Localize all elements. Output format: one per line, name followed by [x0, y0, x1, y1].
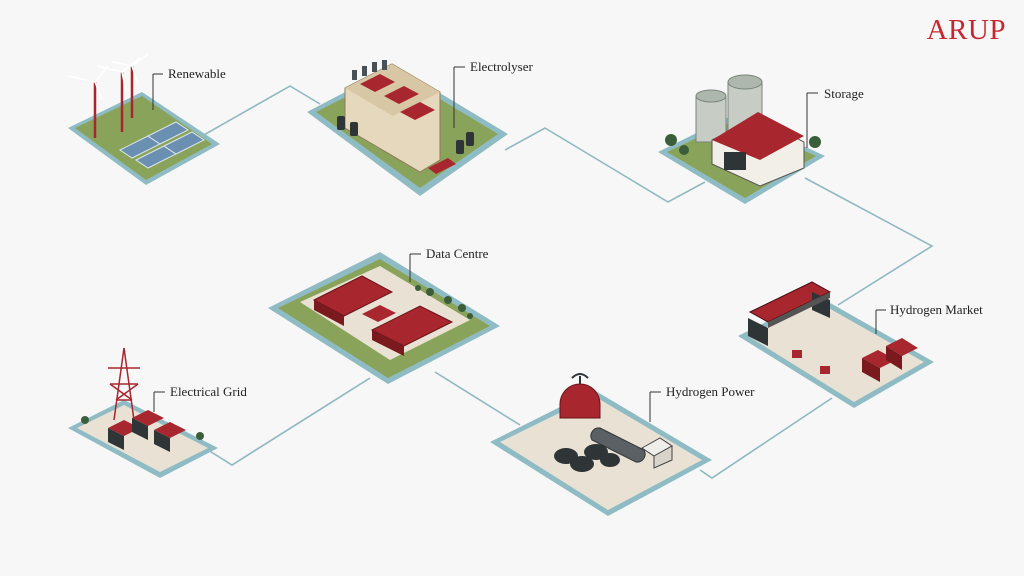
arup-logo: ARUP: [926, 14, 1006, 46]
tanker-truck-icon: [590, 427, 673, 469]
label-hydrogen-market: Hydrogen Market: [890, 302, 983, 317]
hydrogen-power-tile: [490, 373, 712, 516]
electrical-grid-tile: [68, 347, 218, 478]
hydrogen-market-tile: [738, 281, 934, 408]
connector-market-power: [699, 397, 833, 479]
connector-storage-market: [804, 177, 934, 306]
server-building-icon: [312, 275, 454, 356]
warehouse-icon: [711, 112, 805, 187]
label-hydrogen-power: Hydrogen Power: [666, 384, 755, 399]
connector-datacentre-grid: [207, 377, 371, 466]
truck-icon: [862, 338, 918, 382]
tank-cylinders-icon: [337, 116, 474, 154]
label-electrical-grid: Electrical Grid: [170, 384, 247, 399]
label-electrolyser: Electrolyser: [470, 59, 533, 74]
connector-power-datacentre: [434, 371, 521, 426]
label-data-centre: Data Centre: [426, 246, 489, 261]
label-storage: Storage: [824, 86, 864, 101]
gas-cylinders-icon: [554, 444, 620, 472]
connector-electrolyser-storage: [504, 127, 706, 203]
electrolyser-tile: [307, 60, 508, 196]
connector-renewable-electrolyser: [194, 85, 321, 141]
hydrogen-tank-icon: [559, 373, 601, 419]
renewable-tile: [67, 53, 220, 185]
transformer-icon: [108, 410, 186, 452]
data-centre-tile: [268, 252, 500, 384]
pylon-icon: [108, 347, 140, 421]
storage-tile: [658, 74, 825, 204]
wind-turbine-icon: [93, 66, 134, 138]
connector-lines: [194, 85, 934, 479]
solar-panels-icon: [119, 121, 205, 169]
train-bridge-icon: [748, 281, 832, 346]
label-renewable: Renewable: [168, 66, 226, 81]
